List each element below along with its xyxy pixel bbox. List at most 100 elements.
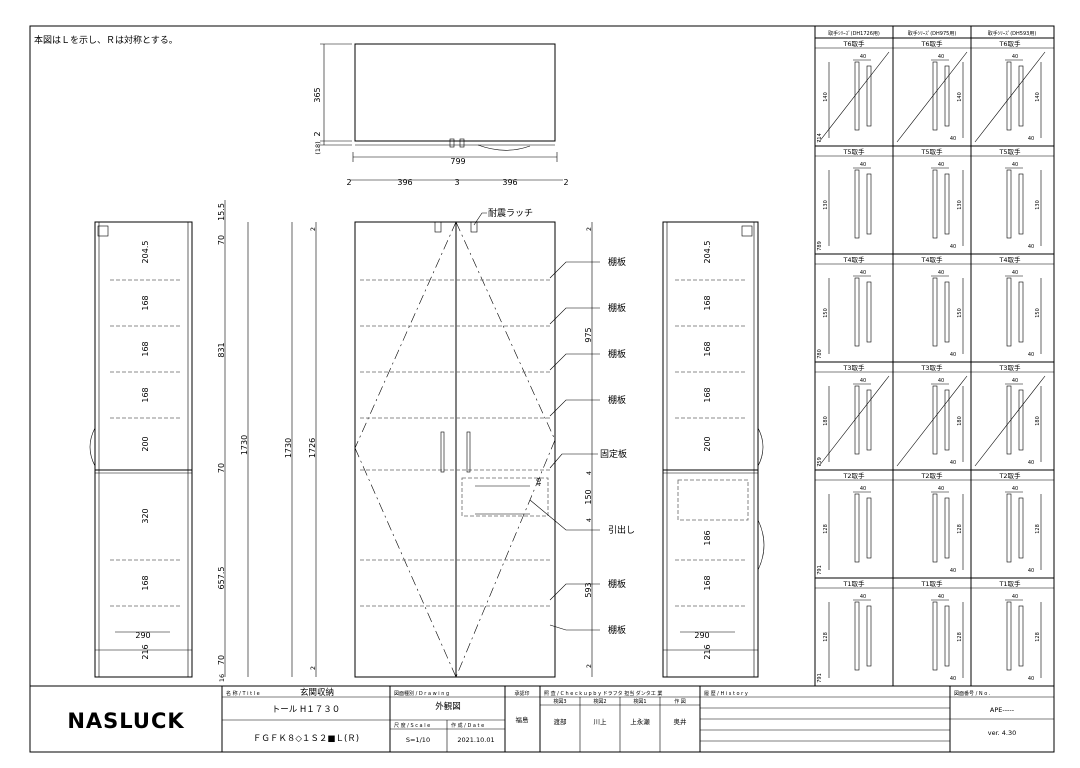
handle-shape bbox=[1006, 277, 1012, 347]
handle-dim-width: 40 bbox=[860, 486, 866, 492]
dim-front-1730: 1730 bbox=[284, 438, 293, 458]
left-shelf-dim-3: 168 bbox=[141, 341, 150, 356]
dim-drawer-40: 40 bbox=[535, 478, 543, 486]
right-shelf-dim-7: 168 bbox=[703, 575, 712, 590]
drawer-outline bbox=[461, 477, 549, 517]
handle-row-label: T3取手 bbox=[920, 363, 943, 372]
front-outline bbox=[354, 221, 556, 678]
right-bottom-height: 216 bbox=[703, 644, 712, 659]
dim-left-70b: 70 bbox=[217, 463, 226, 473]
dim-w-right-door: 396 bbox=[502, 178, 517, 187]
handle-dim-width: 40 bbox=[1012, 378, 1018, 384]
handle-dim-bottom: 40 bbox=[1028, 136, 1034, 142]
handle-diagonal bbox=[974, 375, 1046, 467]
left-section-outline bbox=[94, 221, 193, 678]
dim-w-left-gap: 2 bbox=[346, 178, 351, 187]
handle-dim-width: 40 bbox=[1012, 270, 1018, 276]
handle-shape bbox=[1006, 493, 1012, 563]
dim-top-depth: 365 bbox=[313, 87, 322, 102]
handle-dim-width: 40 bbox=[938, 594, 944, 600]
callout-shelf-6: 棚板 bbox=[608, 624, 626, 636]
handle-row-label: T6取手 bbox=[998, 39, 1021, 48]
callout-shelf-4: 棚板 bbox=[608, 394, 626, 406]
handle-dim-position: 791 bbox=[817, 673, 823, 683]
right-shelf-dim-5: 200 bbox=[703, 436, 712, 451]
handle-dim-length: 140 bbox=[957, 92, 963, 102]
handle-dim-position: 791 bbox=[817, 565, 823, 575]
handle-dim-length: 140 bbox=[1035, 92, 1041, 102]
right-shelf-dim-3: 168 bbox=[703, 341, 712, 356]
callout-shelf-3: 棚板 bbox=[608, 348, 626, 360]
right-shelf-dim-4: 168 bbox=[703, 387, 712, 402]
date-label: 作 成 / D a t e bbox=[451, 722, 484, 729]
name-2: トール H１７３０ bbox=[272, 705, 341, 715]
left-shelf-dim-1: 204.5 bbox=[141, 241, 150, 264]
handle-dim-width: 40 bbox=[1012, 486, 1018, 492]
dim-left-831: 831 bbox=[217, 342, 226, 357]
dim-w-left-door: 396 bbox=[397, 178, 412, 187]
check-label: 照 査 / C h e c k u p b y ドラフタ 担当 ダンタ工 業 bbox=[544, 690, 662, 697]
check-role-3: 検図1 bbox=[633, 698, 646, 705]
handle-shape bbox=[1006, 169, 1012, 239]
handle-dim-position: 789 bbox=[817, 241, 823, 251]
handle-row-label: T1取手 bbox=[842, 579, 865, 588]
handle-dim-bottom: 40 bbox=[1028, 676, 1034, 682]
handle-dim-bottom: 40 bbox=[950, 352, 956, 358]
callout-latch: 耐震ラッチ bbox=[488, 207, 533, 219]
handle-dim-length: 128 bbox=[957, 632, 963, 642]
dim-overall-width: 799 bbox=[450, 157, 465, 166]
handle-dim-bottom: 40 bbox=[950, 244, 956, 250]
scale-label: 尺 度 / S c a l e bbox=[394, 722, 430, 729]
title-block: NASLUCK 名 称 / T i t l e 玄関収納 トール H１７３０ Ｆ… bbox=[29, 685, 1055, 753]
handle-shape bbox=[932, 493, 938, 563]
handle-diagonal bbox=[974, 51, 1046, 143]
name-label: 名 称 / T i t l e bbox=[226, 690, 260, 697]
handle-row-label: T3取手 bbox=[998, 363, 1021, 372]
handle-dim-length: 180 bbox=[1035, 416, 1041, 426]
handle-dim-length: 150 bbox=[957, 308, 963, 318]
handle-dim-width: 40 bbox=[1012, 54, 1018, 60]
dim-left-70c: 70 bbox=[217, 655, 226, 665]
dim-top-margin: 15.5 bbox=[217, 203, 226, 221]
handle-dim-length: 128 bbox=[823, 632, 829, 642]
right-shelf-dim-1: 204.5 bbox=[703, 241, 712, 264]
handle-row-label: T1取手 bbox=[920, 579, 943, 588]
dim-r2-top: 2 bbox=[585, 227, 593, 231]
handle-dim-length: 130 bbox=[957, 200, 963, 210]
handle-row-label: T4取手 bbox=[998, 255, 1021, 264]
handle-shape bbox=[854, 493, 860, 563]
left-section-view: 204.5 168 168 168 200 320 168 290 216 15… bbox=[89, 200, 249, 682]
handle-dim-bottom: 40 bbox=[1028, 352, 1034, 358]
handle-dim-bottom: 40 bbox=[950, 136, 956, 142]
version: ver. 4.30 bbox=[988, 729, 1017, 737]
top-view-outline bbox=[354, 43, 556, 142]
handle-row-label: T2取手 bbox=[842, 471, 865, 480]
handle-dim-position: 714 bbox=[817, 133, 823, 143]
check-name-1: 渡部 bbox=[554, 717, 568, 726]
handle-dim-length: 128 bbox=[1035, 524, 1041, 534]
handle-row-label: T5取手 bbox=[998, 147, 1021, 156]
handle-shape bbox=[932, 61, 938, 131]
handle-diagonal bbox=[896, 375, 968, 467]
top-view: 365 2 (18) 799 2 396 3 396 2 bbox=[313, 43, 569, 187]
handle-diagonal bbox=[896, 51, 968, 143]
history-label: 履 歴 / H i s t o r y bbox=[704, 691, 748, 697]
dim-r2-bot: 2 bbox=[585, 664, 593, 668]
handle-rows: T6取手40140714T6取手4014040T6取手4014040T5取手40… bbox=[815, 39, 1054, 683]
handle-shape bbox=[932, 385, 938, 455]
handle-dim-position: 780 bbox=[817, 349, 823, 359]
right-shelf-dim-6: 186 bbox=[703, 530, 712, 545]
handle-dim-width: 40 bbox=[860, 54, 866, 60]
dim-front-gap-top: 2 bbox=[309, 227, 317, 231]
handle-dim-bottom: 40 bbox=[950, 676, 956, 682]
date-value: 2021.10.01 bbox=[457, 736, 494, 744]
check-name-2: 川上 bbox=[594, 717, 608, 726]
callout-shelf-1: 棚板 bbox=[608, 256, 626, 268]
dim-left-70a: 70 bbox=[217, 235, 226, 245]
dim-r4b: 4 bbox=[585, 518, 593, 522]
handle-dim-length: 140 bbox=[823, 92, 829, 102]
dim-left-16: 16 bbox=[218, 674, 226, 682]
dim-top-base: (18) bbox=[314, 141, 322, 154]
handle-dim-bottom: 40 bbox=[950, 460, 956, 466]
